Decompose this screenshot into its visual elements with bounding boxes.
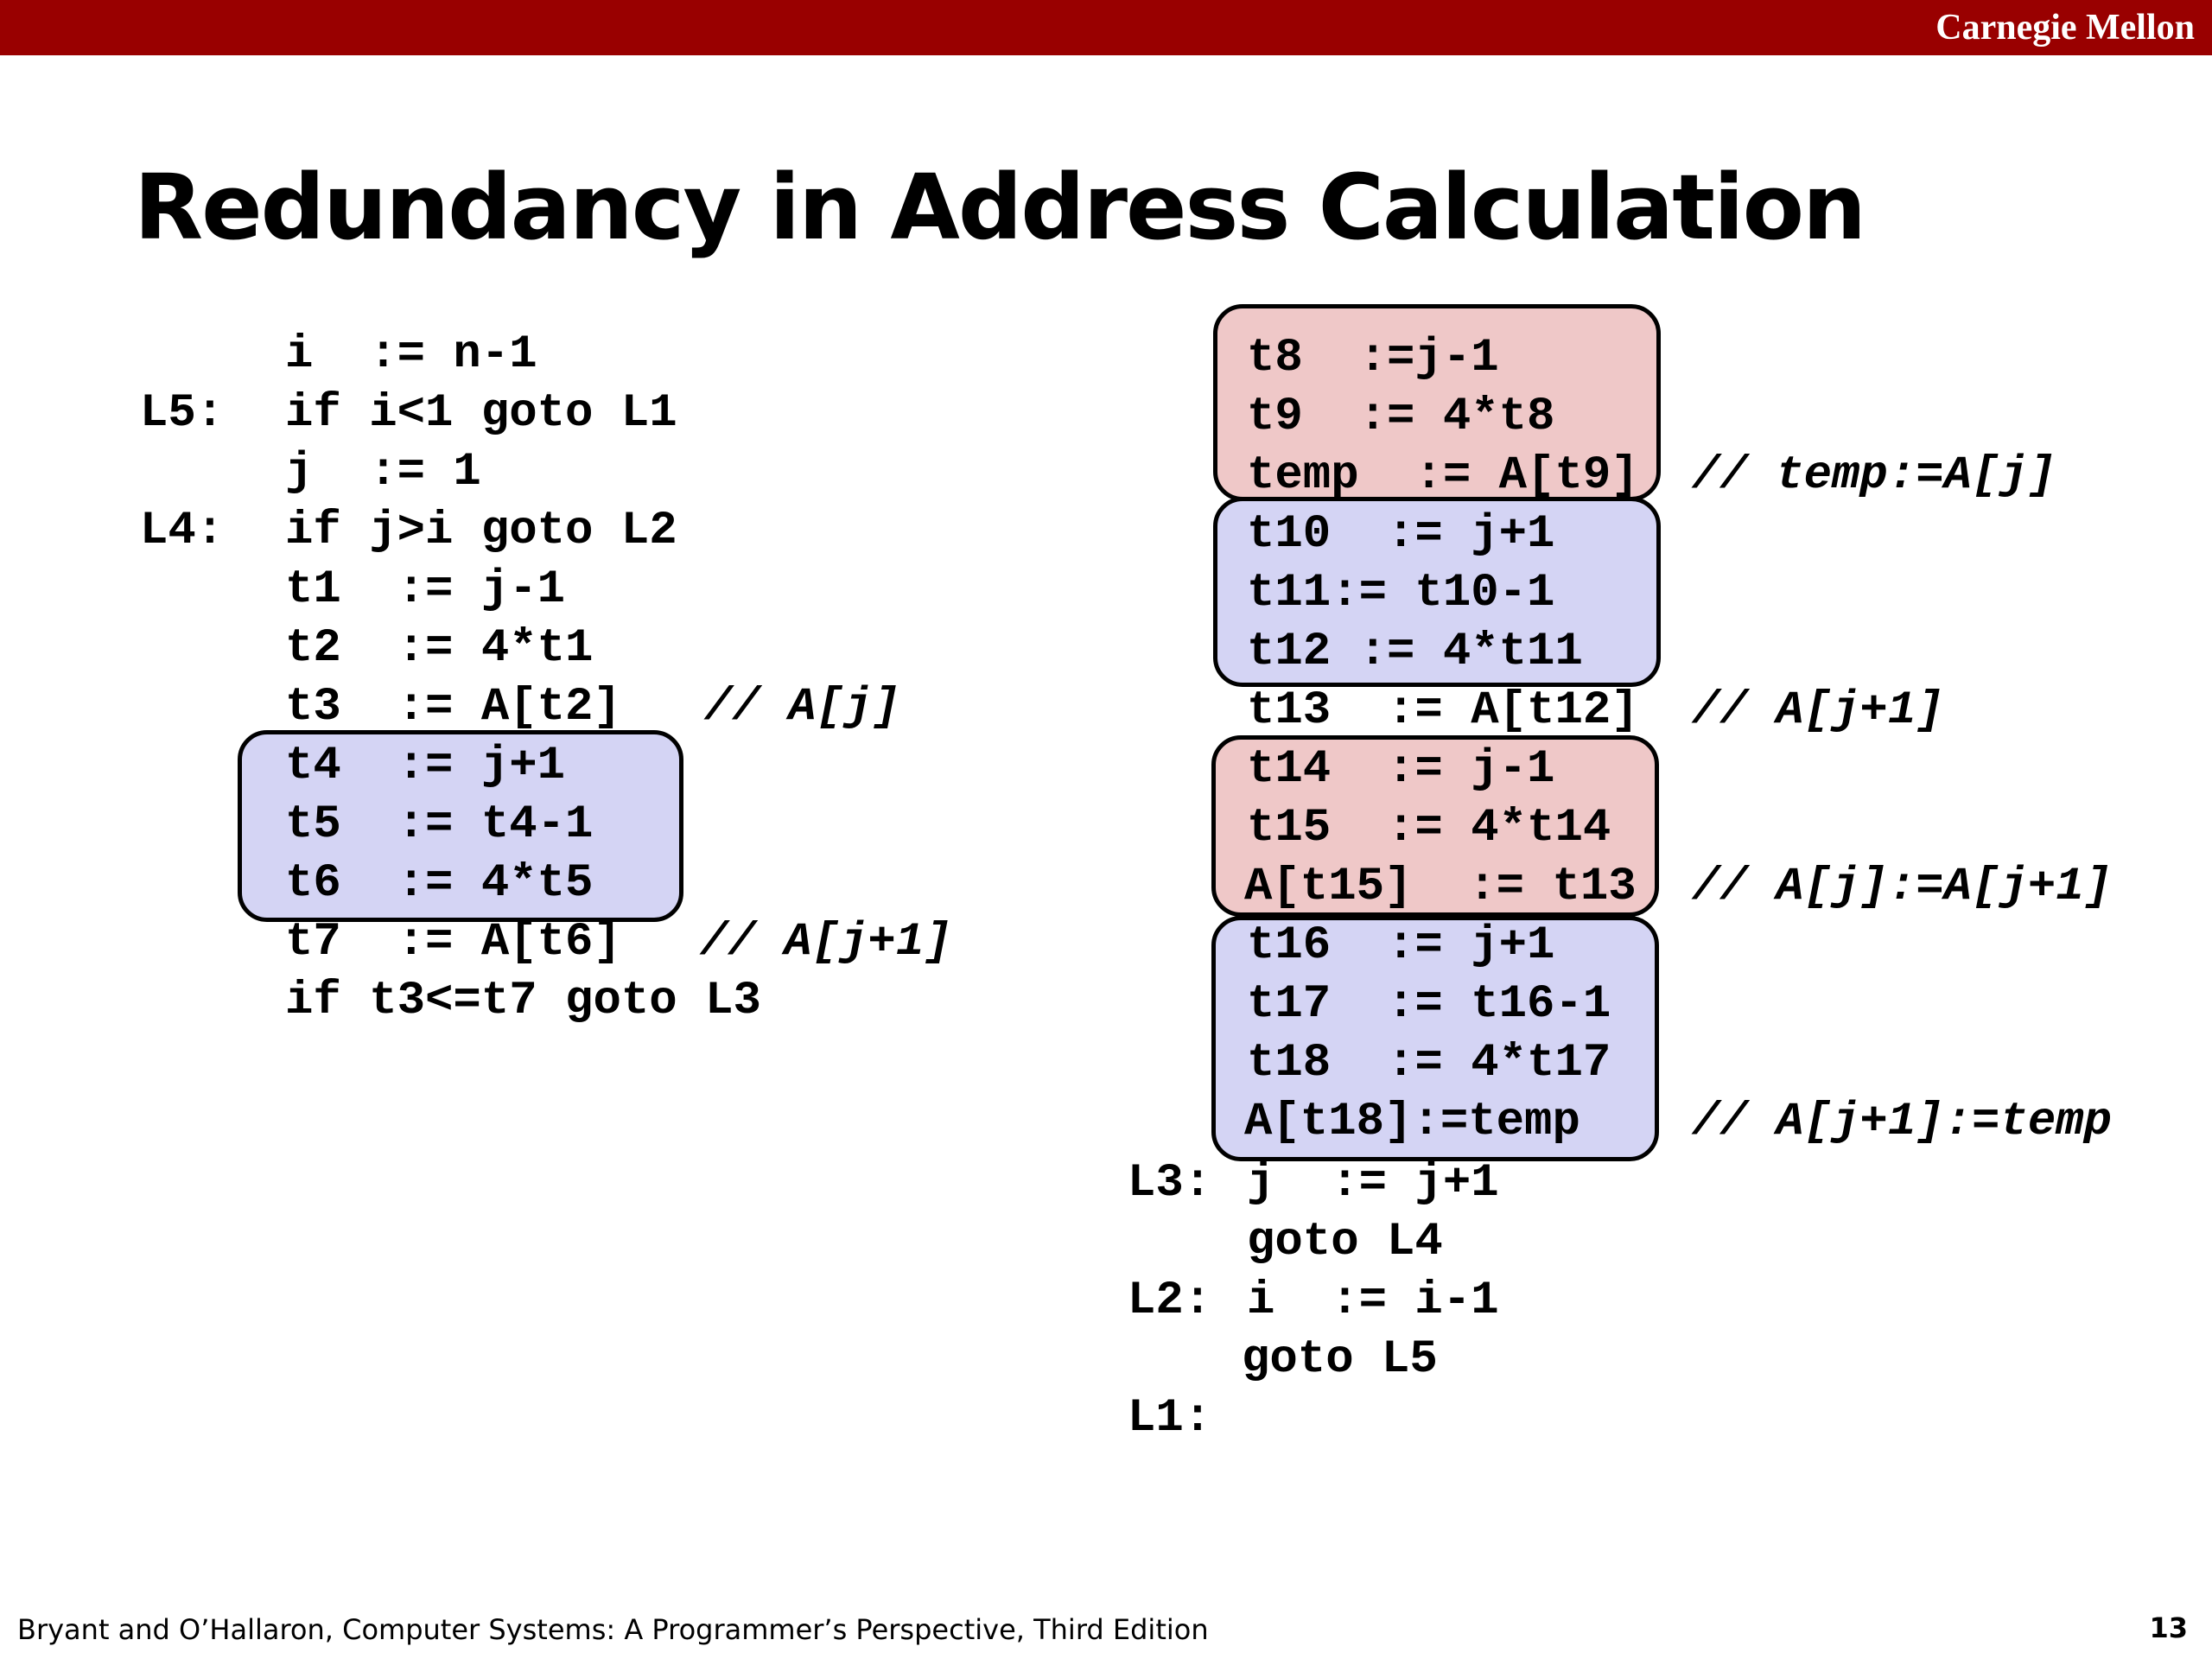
code-comment: // A[j+1] bbox=[1692, 684, 1944, 737]
brand-name: Carnegie Mellon bbox=[1936, 8, 2195, 48]
code-label: L1: bbox=[1128, 1392, 1212, 1445]
code-line: t3 := A[t2] bbox=[285, 681, 621, 734]
code-line: t12 := 4*t11 bbox=[1247, 626, 1583, 678]
highlight-box-right-3 bbox=[1211, 735, 1659, 917]
code-comment: // temp:=A[j] bbox=[1692, 449, 2056, 502]
code-line: t14 := j-1 bbox=[1247, 743, 1555, 796]
code-line: A[t15] := t13 bbox=[1244, 861, 1637, 913]
code-line: temp := A[t9] bbox=[1247, 449, 1639, 502]
code-line: t16 := j+1 bbox=[1247, 919, 1555, 972]
slide-title: Redundancy in Address Calculation bbox=[134, 155, 1866, 260]
code-line: t17 := t16-1 bbox=[1247, 978, 1611, 1031]
highlight-box-left bbox=[238, 730, 683, 922]
code-line: t15 := 4*t14 bbox=[1247, 802, 1611, 855]
code-line: i := i-1 bbox=[1247, 1274, 1499, 1327]
code-label: L4: bbox=[140, 505, 225, 557]
code-label: L3: bbox=[1128, 1157, 1212, 1210]
footer-citation: Bryant and O’Hallaron, Computer Systems:… bbox=[17, 1613, 1209, 1646]
code-line: goto L5 bbox=[1242, 1333, 1438, 1386]
code-comment: // A[j]:=A[j+1] bbox=[1692, 861, 2113, 913]
code-line: t13 := A[t12] bbox=[1247, 684, 1639, 737]
code-line: if t3<=t7 goto L3 bbox=[285, 975, 761, 1027]
code-line: if i<1 goto L1 bbox=[285, 387, 677, 440]
code-comment: // A[j] bbox=[704, 681, 900, 734]
code-line: t1 := j-1 bbox=[285, 563, 566, 616]
code-line: t6 := 4*t5 bbox=[285, 857, 594, 910]
code-line: goto L4 bbox=[1247, 1216, 1443, 1268]
code-comment: // A[j+1]:=temp bbox=[1692, 1096, 2113, 1148]
highlight-box-right-1 bbox=[1213, 304, 1661, 501]
code-line: t8 :=j-1 bbox=[1247, 332, 1499, 385]
code-line: t11:= t10-1 bbox=[1247, 567, 1555, 620]
code-comment: // A[j+1] bbox=[700, 916, 952, 969]
code-line: i := n-1 bbox=[285, 328, 537, 381]
highlight-box-right-4 bbox=[1211, 916, 1659, 1161]
code-line: j := 1 bbox=[285, 446, 481, 499]
code-line: t4 := j+1 bbox=[285, 740, 566, 792]
top-banner: Carnegie Mellon bbox=[0, 0, 2212, 55]
code-line: t18 := 4*t17 bbox=[1247, 1037, 1611, 1090]
code-line: if j>i goto L2 bbox=[285, 505, 677, 557]
code-line: t9 := 4*t8 bbox=[1247, 391, 1555, 443]
code-line: j := j+1 bbox=[1247, 1157, 1499, 1210]
code-label: L5: bbox=[140, 387, 225, 440]
code-line: t5 := t4-1 bbox=[285, 798, 594, 851]
code-line: t2 := 4*t1 bbox=[285, 622, 594, 675]
highlight-box-right-2 bbox=[1213, 497, 1661, 687]
code-line: A[t18]:=temp bbox=[1244, 1096, 1580, 1148]
code-label: L2: bbox=[1128, 1274, 1212, 1327]
code-line: t7 := A[t6] bbox=[285, 916, 621, 969]
page-number: 13 bbox=[2149, 1611, 2188, 1644]
code-line: t10 := j+1 bbox=[1247, 508, 1555, 561]
